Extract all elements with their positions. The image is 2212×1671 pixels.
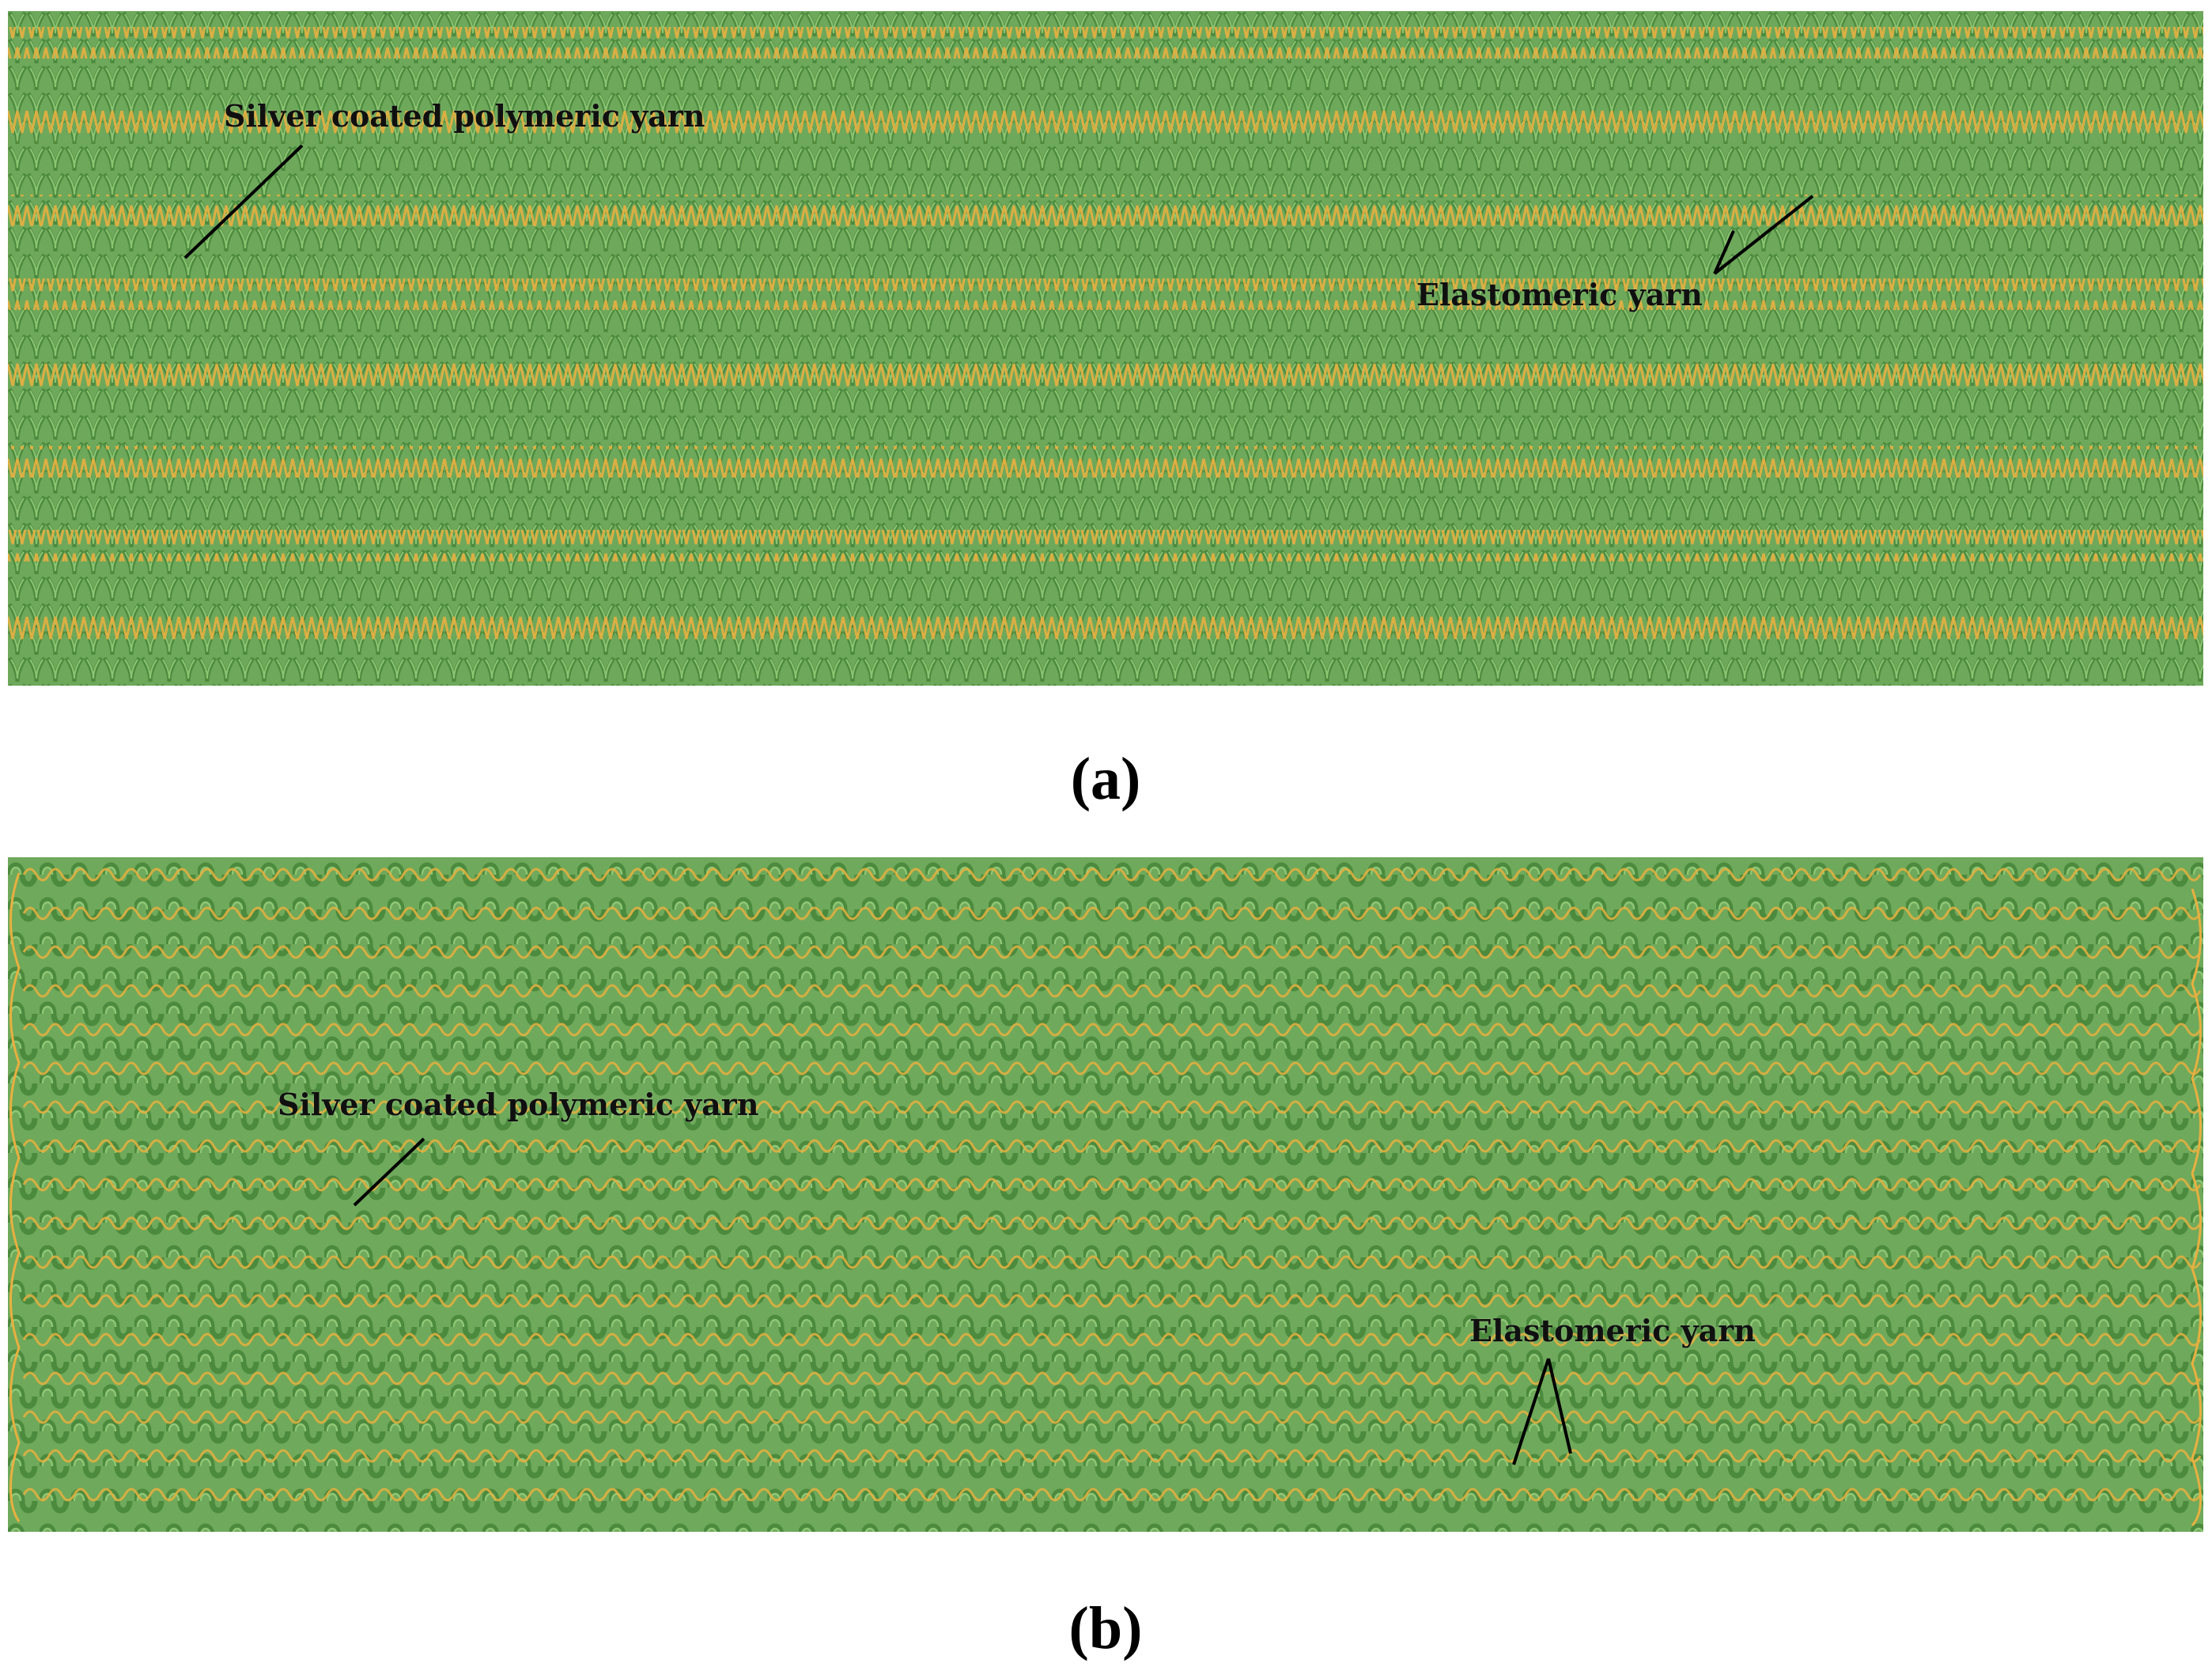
elastomeric-loop-row (22, 868, 2202, 882)
elastomeric-loop-row (22, 1410, 2202, 1424)
elastomeric-loop-row (22, 945, 2202, 959)
elastomeric-loop-row (22, 1488, 2202, 1502)
elastomeric-loop-row (22, 1294, 2202, 1308)
elastomeric-zigzag-row (8, 530, 2203, 561)
elastomeric-loop-row (22, 1023, 2202, 1037)
knit-texture-b (8, 857, 2203, 1532)
elastomeric-zigzag-row (8, 27, 2203, 59)
elastomeric-zigzag-row (8, 278, 2203, 310)
caption-a: (a) (1070, 746, 1141, 812)
elastomeric-loop-row (22, 1255, 2202, 1269)
knit-panel-b (8, 857, 2203, 1532)
elastomeric-zigzag-row (8, 111, 2203, 142)
elastomeric-zigzag-row (8, 362, 2203, 394)
knit-panel-a (8, 11, 2203, 686)
elastomeric-loop-row (22, 1333, 2202, 1347)
elastomeric-loop-row (22, 984, 2202, 998)
elastomeric-loop-row (22, 1371, 2202, 1386)
elastomeric-loop-row (22, 1449, 2202, 1463)
label-silver-yarn-b: Silver coated polymeric yarn (278, 1087, 759, 1122)
knit-texture-a (8, 11, 2203, 686)
elastomeric-loop-row (22, 906, 2202, 921)
elastomeric-loop-row (22, 1100, 2202, 1114)
elastomeric-zigzag-row (8, 614, 2203, 645)
elastomeric-zigzag-row (8, 446, 2203, 478)
elastomeric-loop-row (22, 1061, 2202, 1076)
label-elastomeric-yarn-a: Elastomeric yarn (1416, 277, 1703, 312)
label-silver-yarn-a: Silver coated polymeric yarn (224, 98, 705, 134)
caption-b: (b) (1068, 1595, 1143, 1662)
elastomeric-loop-row (22, 1216, 2202, 1231)
label-elastomeric-yarn-b: Elastomeric yarn (1469, 1313, 1756, 1348)
elastomeric-zigzag-row (8, 195, 2203, 226)
